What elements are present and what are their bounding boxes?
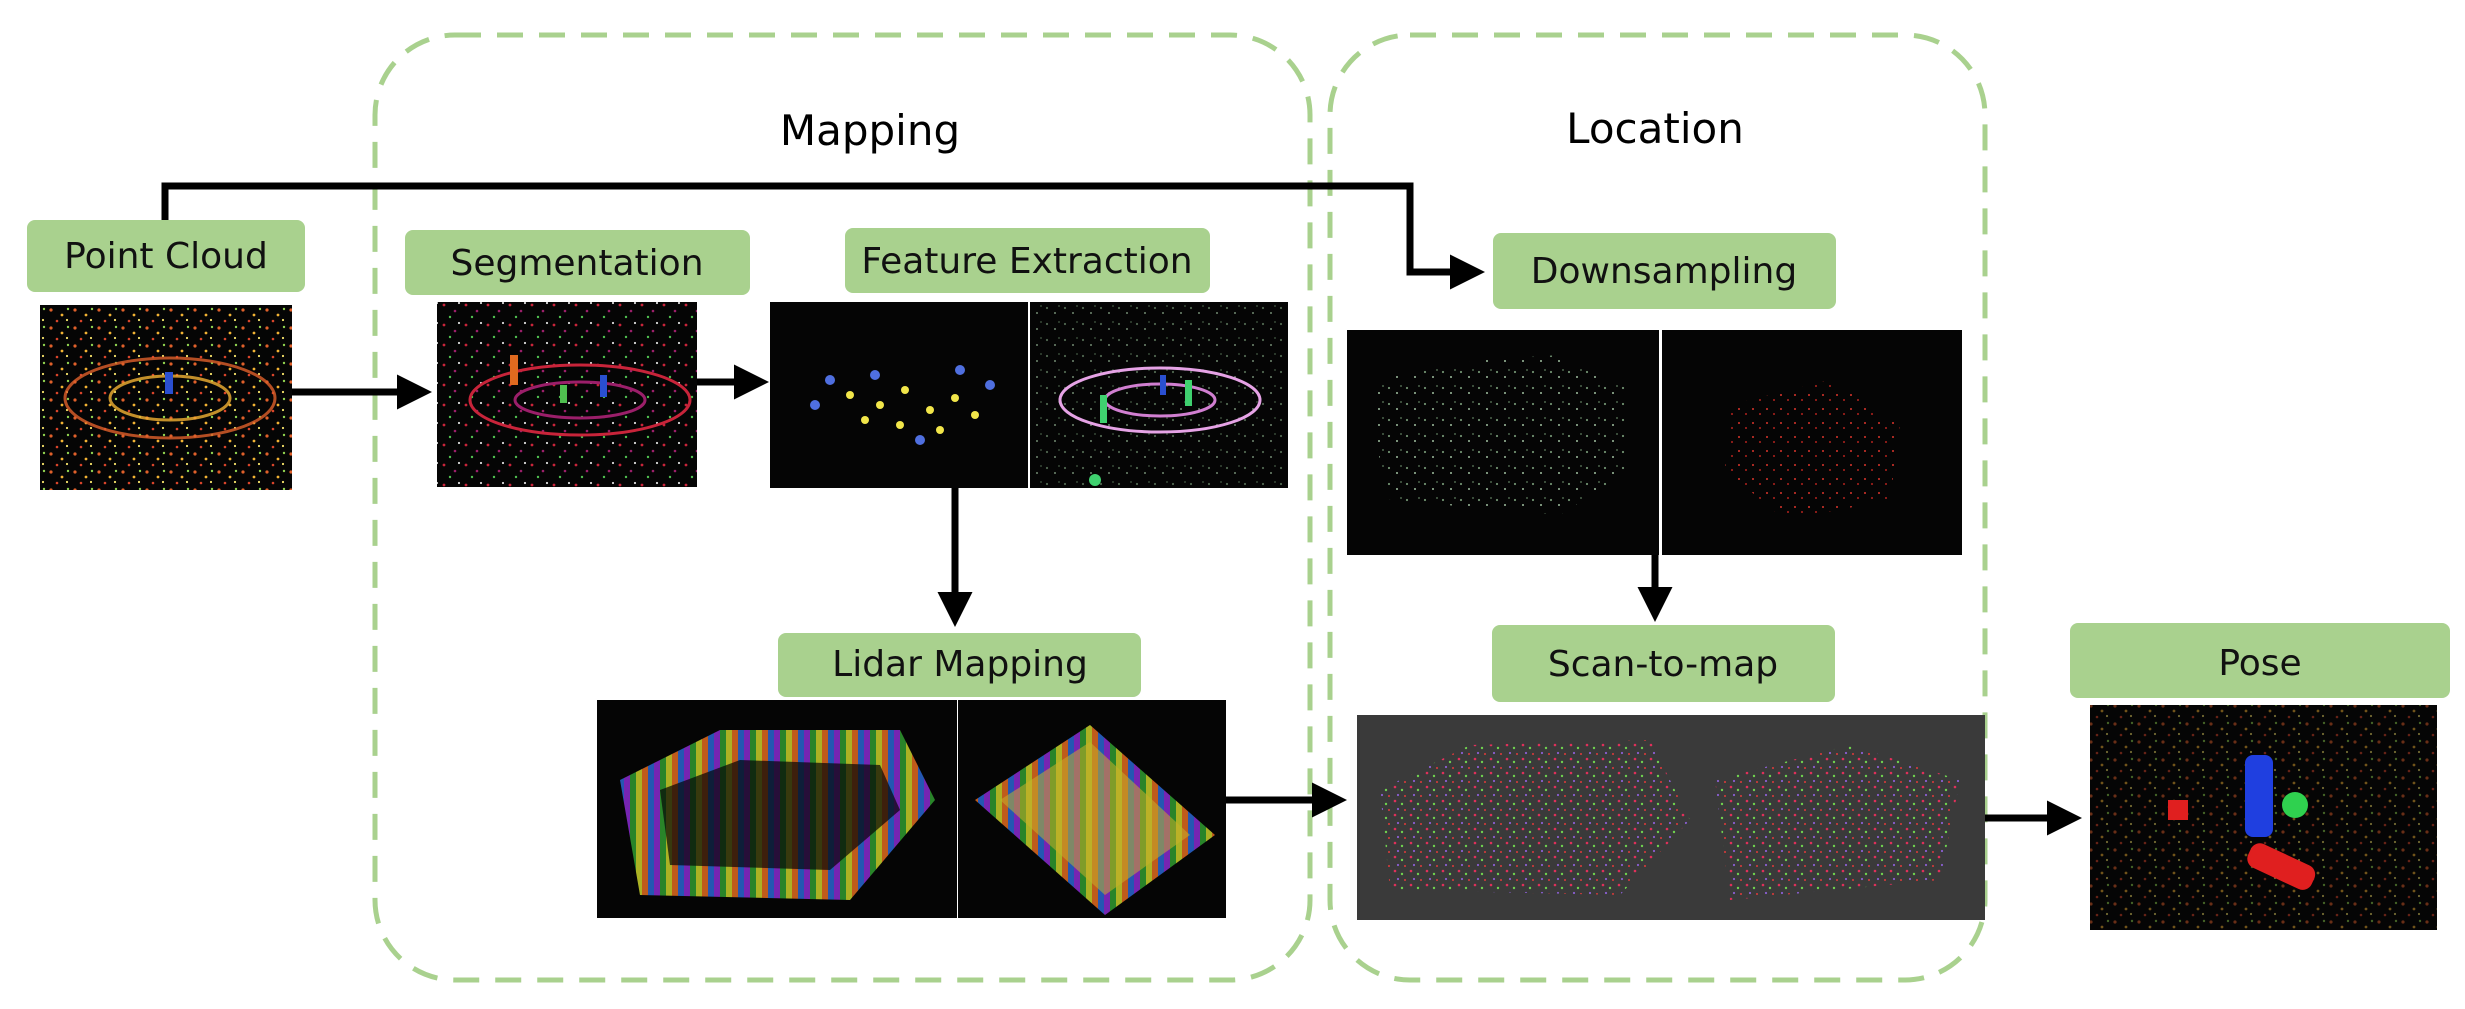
lidar-mapping-node (778, 633, 1141, 697)
feature-extraction-node (845, 228, 1210, 293)
pose-label: Pose (2218, 643, 2301, 684)
point-cloud-image (40, 305, 292, 490)
segmentation-image (437, 302, 697, 487)
downsampling-node (1493, 233, 1836, 309)
bypass-arrow-to-downsampling (161, 182, 1485, 290)
scan-to-map-label: Scan-to-map (1548, 644, 1778, 685)
mapping-stage-title: Mapping (780, 106, 960, 155)
scan-to-map-image (1357, 715, 1985, 920)
lidar-mapping-label: Lidar Mapping (832, 644, 1088, 685)
point-cloud-node (27, 220, 305, 292)
feature-extraction-image (770, 302, 1288, 488)
downsampling-label: Downsampling (1531, 251, 1797, 292)
mapping-stage-frame (372, 32, 1313, 983)
scan-to-map-node (1492, 625, 1835, 702)
segmentation-label: Segmentation (450, 243, 703, 284)
pose-node (2070, 623, 2450, 698)
downsampling-image (1347, 330, 1962, 555)
location-stage-title: Location (1566, 104, 1744, 153)
lidar-mapping-image (597, 700, 1226, 918)
segmentation-node (405, 230, 750, 295)
location-stage-frame (1327, 32, 1988, 983)
point-cloud-label: Point Cloud (64, 236, 268, 277)
feature-extraction-label: Feature Extraction (861, 241, 1192, 282)
pose-image (2090, 705, 2437, 930)
